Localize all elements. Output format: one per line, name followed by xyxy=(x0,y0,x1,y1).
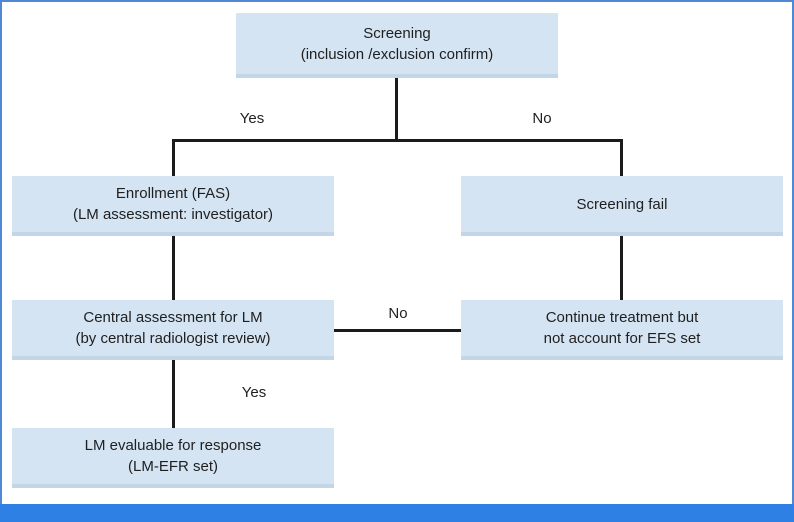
node-enrollment-fas: Enrollment (FAS) (LM assessment: investi… xyxy=(12,176,334,236)
node-continue-treatment: Continue treatment but not account for E… xyxy=(461,300,783,360)
node-central-assessment-line1: Central assessment for LM xyxy=(83,309,263,326)
edge-label-central-yes: Yes xyxy=(241,384,267,401)
node-screening-fail: Screening fail xyxy=(461,176,783,236)
node-lm-evaluable-line1: LM evaluable for response xyxy=(84,437,262,454)
node-screening-line2: (inclusion /exclusion confirm) xyxy=(300,45,494,63)
connector-branch-left-vertical xyxy=(172,139,175,176)
connector-central-to-lmefr xyxy=(172,360,175,428)
node-central-assessment: Central assessment for LM (by central ra… xyxy=(12,300,334,360)
connector-screening-down xyxy=(395,78,398,142)
connector-central-to-continue xyxy=(334,329,461,332)
node-continue-treatment-line2: not account for EFS set xyxy=(543,330,701,347)
connector-fail-to-continue xyxy=(620,236,623,300)
node-screening: Screening (inclusion /exclusion confirm) xyxy=(236,13,558,78)
node-enrollment-line1: Enrollment (FAS) xyxy=(115,185,231,202)
edge-label-screening-yes: Yes xyxy=(239,110,265,127)
connector-enrollment-to-central xyxy=(172,236,175,300)
node-lm-evaluable: LM evaluable for response (LM-EFR set) xyxy=(12,428,334,488)
footer-accent-bar xyxy=(0,504,794,522)
node-enrollment-line2: (LM assessment: investigator) xyxy=(72,206,274,223)
node-lm-evaluable-line2: (LM-EFR set) xyxy=(128,458,218,475)
node-continue-treatment-line1: Continue treatment but xyxy=(545,309,699,326)
edge-label-screening-no: No xyxy=(532,110,552,127)
node-screening-fail-line1: Screening fail xyxy=(576,195,668,213)
connector-branch-horizontal xyxy=(172,139,623,142)
connector-branch-right-vertical xyxy=(620,139,623,176)
node-screening-line1: Screening xyxy=(363,24,431,42)
node-central-assessment-line2: (by central radiologist review) xyxy=(75,330,271,347)
edge-label-central-no: No xyxy=(388,305,408,322)
